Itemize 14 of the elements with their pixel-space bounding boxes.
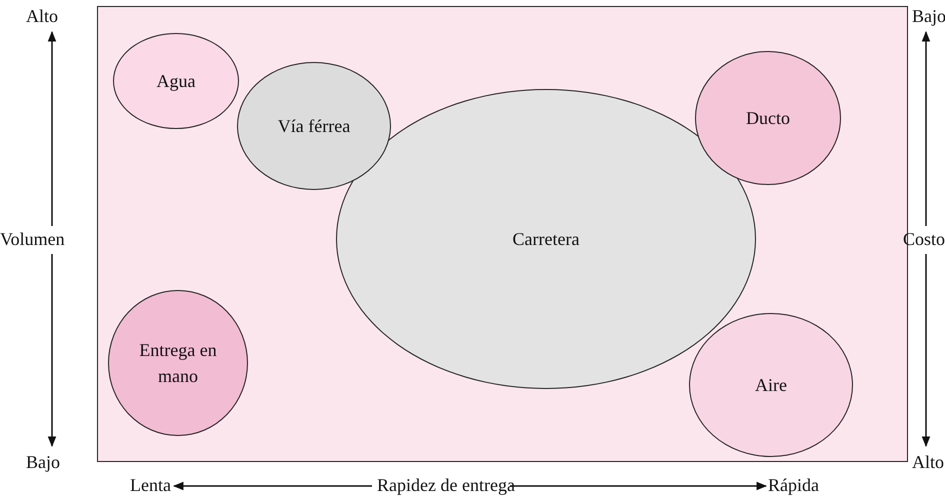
mode-label: Ducto: [746, 107, 790, 130]
axis-end-label: Lenta: [130, 475, 171, 495]
axis-end-label: Alto: [912, 452, 944, 472]
axis-end-label: Bajo: [912, 6, 945, 26]
mode-label: Aire: [755, 374, 787, 397]
mode-label: Agua: [156, 70, 196, 93]
axis-title: Volumen: [0, 229, 65, 249]
axis-end-label: Bajo: [26, 452, 60, 472]
axis-title: Rapidez de entrega: [377, 475, 515, 495]
mode-label: Carretera: [512, 228, 580, 251]
mode-label: Vía férrea: [278, 115, 350, 138]
axis-end-label: Rápida: [768, 475, 819, 495]
mode-label: Entrega en mano: [138, 339, 218, 388]
axis-end-label: Alto: [26, 6, 58, 26]
